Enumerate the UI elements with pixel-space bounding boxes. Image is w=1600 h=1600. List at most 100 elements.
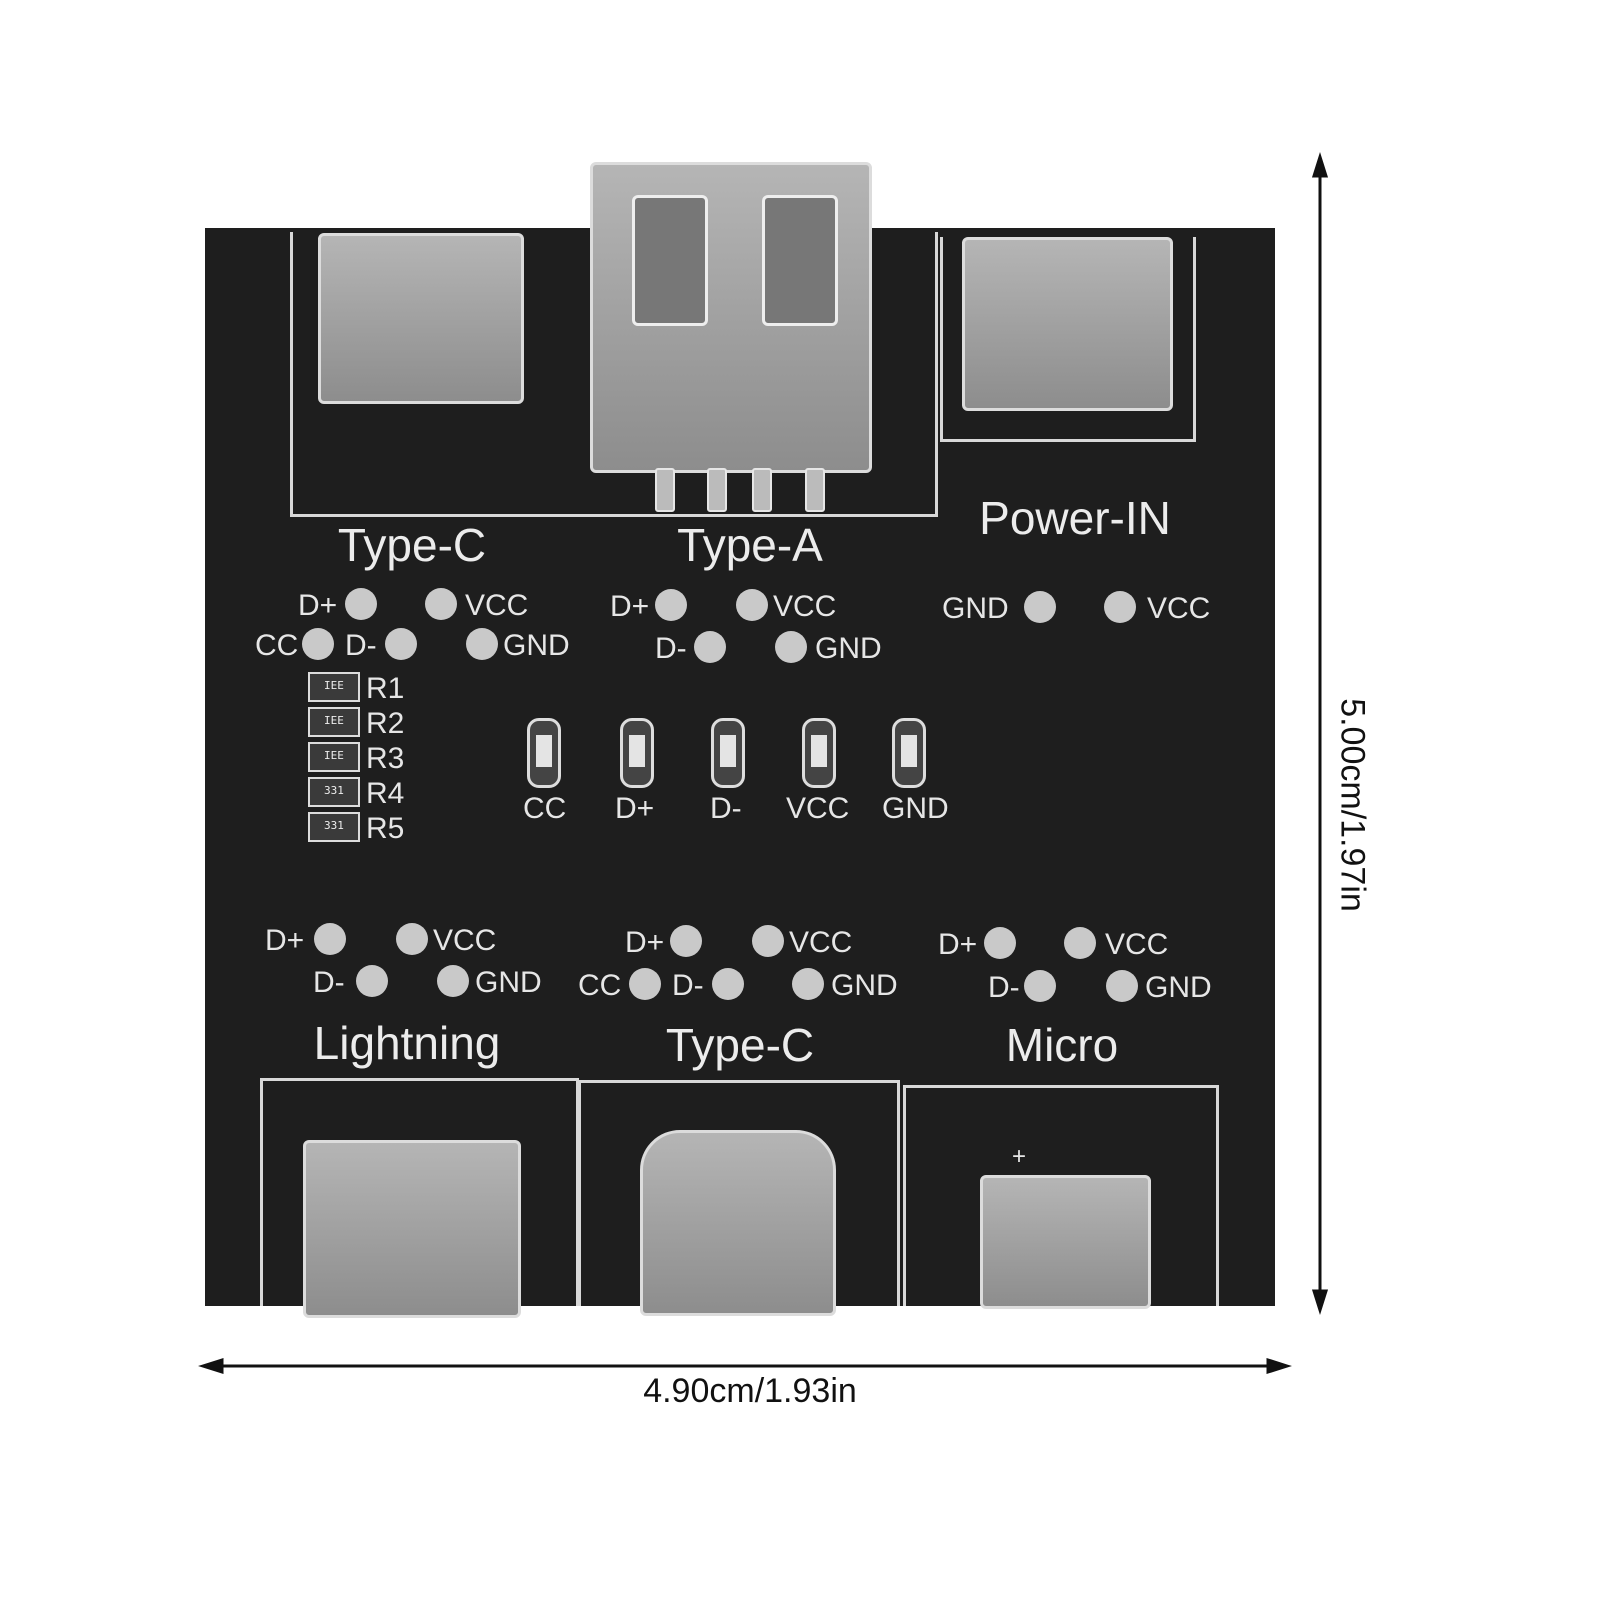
arrow-up-icon [1311, 152, 1329, 178]
test-pad [314, 923, 346, 955]
pad-label: D+ [298, 589, 338, 622]
test-pad [1106, 970, 1138, 1002]
label-micro: Micro [1005, 1019, 1119, 1071]
pad-label: GND [503, 629, 570, 662]
test-pad [1024, 970, 1056, 1002]
pad-label: D+ [610, 590, 650, 623]
resistor-label: R2 [366, 707, 405, 740]
pad-label: VCC [433, 924, 497, 957]
silk-box-type-c [578, 1080, 900, 1306]
resistor: 331 [308, 777, 360, 807]
test-pad [752, 925, 784, 957]
resistor: IEE [308, 672, 360, 702]
test-pad [694, 631, 726, 663]
test-pad [437, 965, 469, 997]
label-power-in: Power-IN [979, 492, 1171, 544]
pad-label: D- [655, 632, 687, 665]
type-a-leg [707, 468, 727, 512]
test-pad [345, 588, 377, 620]
pad-label: D+ [265, 924, 305, 957]
type-a-spring-right [762, 195, 838, 326]
test-pad [984, 927, 1016, 959]
type-a-leg [655, 468, 675, 512]
test-pad [775, 631, 807, 663]
test-pad [466, 628, 498, 660]
resistor-code: 331 [324, 784, 344, 797]
micro-polarity-mark: + [1012, 1143, 1027, 1170]
micro-usb-port [980, 1175, 1151, 1309]
test-pad [1104, 591, 1136, 623]
resistor-label: R1 [366, 672, 405, 705]
lightning-port [303, 1140, 521, 1318]
silk-box-power [940, 237, 1196, 442]
type-a-leg [752, 468, 772, 512]
resistor-label: R5 [366, 812, 405, 845]
led-label: D- [710, 792, 742, 825]
resistor-code: IEE [324, 749, 344, 762]
pad-label: GND [815, 632, 882, 665]
test-pad [736, 589, 768, 621]
type-a-leg [805, 468, 825, 512]
silk-box-top [290, 232, 938, 517]
led-indicator [892, 718, 926, 788]
test-pad [396, 923, 428, 955]
pad-label: VCC [1105, 928, 1169, 961]
resistor-label: R4 [366, 777, 405, 810]
test-pad [302, 628, 334, 660]
label-type-a: Type-A [677, 519, 823, 571]
resistor: IEE [308, 707, 360, 737]
pad-label: CC [578, 969, 622, 1002]
pad-label: GND [942, 592, 1009, 625]
pad-label: VCC [773, 590, 837, 623]
pad-label: D- [313, 966, 345, 999]
resistor: IEE [308, 742, 360, 772]
width-dimension-label: 4.90cm/1.93in [643, 1372, 857, 1410]
label-type-c-top: Type-C [337, 519, 487, 571]
label-type-c-bottom: Type-C [665, 1019, 815, 1071]
led-indicator [802, 718, 836, 788]
pad-label: VCC [1147, 592, 1211, 625]
label-lightning: Lightning [313, 1017, 501, 1069]
pad-label: D- [672, 969, 704, 1002]
pad-label: GND [831, 969, 898, 1002]
pad-label: D- [988, 971, 1020, 1004]
arrow-left-icon [198, 1357, 224, 1375]
test-pad [425, 588, 457, 620]
pad-label: GND [475, 966, 542, 999]
led-label: CC [523, 792, 567, 825]
type-a-spring-left [632, 195, 708, 326]
type-c-port-bottom [640, 1130, 836, 1316]
silk-box-lightning [260, 1078, 579, 1306]
resistor-label: R3 [366, 742, 405, 775]
led-label: D+ [615, 792, 655, 825]
test-pad [670, 925, 702, 957]
silk-box-micro [903, 1085, 1219, 1306]
pad-label: D+ [938, 928, 978, 961]
resistor: 331 [308, 812, 360, 842]
test-pad [655, 589, 687, 621]
test-pad [629, 968, 661, 1000]
led-label: VCC [786, 792, 850, 825]
test-pad [712, 968, 744, 1000]
led-indicator [527, 718, 561, 788]
pad-label: GND [1145, 971, 1212, 1004]
pad-label: D- [345, 629, 377, 662]
led-label: GND [882, 792, 949, 825]
resistor-code: IEE [324, 714, 344, 727]
type-c-port-top [318, 233, 524, 404]
led-indicator [711, 718, 745, 788]
pad-label: D+ [625, 926, 665, 959]
height-dimension-label: 5.00cm/1.97in [1333, 698, 1372, 912]
resistor-code: 331 [324, 819, 344, 832]
pad-label: VCC [465, 589, 529, 622]
test-pad [385, 628, 417, 660]
pad-label: CC [255, 629, 299, 662]
test-pad [356, 965, 388, 997]
test-pad [792, 968, 824, 1000]
test-pad [1064, 927, 1096, 959]
arrow-right-icon [1266, 1357, 1292, 1375]
led-indicator [620, 718, 654, 788]
test-pad [1024, 591, 1056, 623]
